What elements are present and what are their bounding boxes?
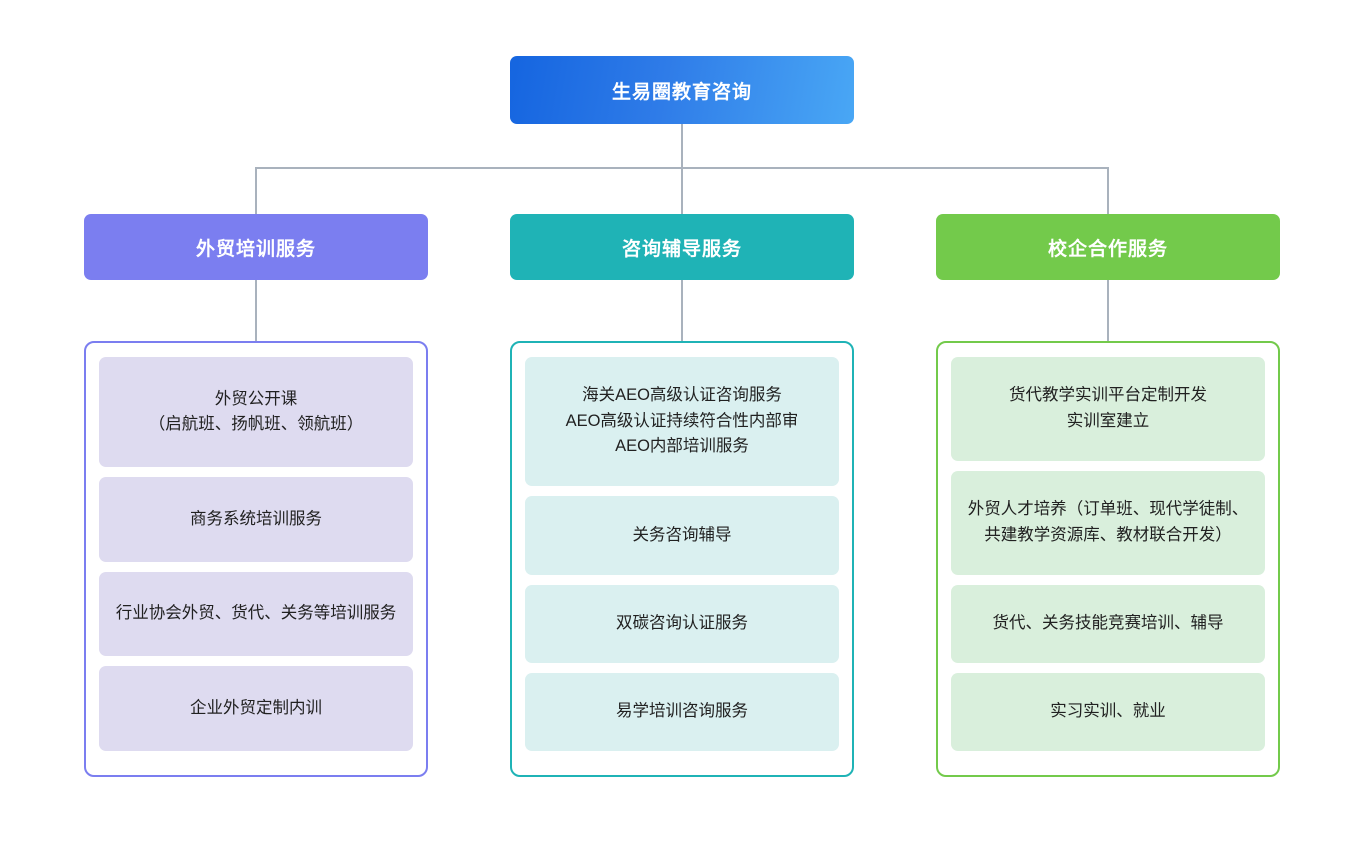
service-card[interactable]: 商务系统培训服务 [99, 477, 413, 562]
column-header-label: 外贸培训服务 [195, 238, 316, 260]
service-card-label: 商务系统培训服务 [190, 509, 322, 528]
connector-drop-column-2 [1107, 167, 1109, 214]
service-card[interactable]: 关务咨询辅导 [525, 496, 839, 575]
service-card-label: 海关AEO高级认证咨询服务 AEO高级认证持续符合性内部审 AEO内部培训服务 [565, 386, 799, 456]
service-card[interactable]: 易学培训咨询服务 [525, 672, 839, 751]
connector-stub-column-1 [681, 280, 683, 342]
connector-root-stem [681, 124, 683, 168]
service-card[interactable]: 外贸人才培养（订单班、现代学徒制、共建教学资源库、教材联合开发） [951, 470, 1265, 575]
service-card[interactable]: 实习实训、就业 [951, 672, 1265, 751]
column-container-0: 外贸公开课 （启航班、扬帆班、领航班） 商务系统培训服务 行业协会外贸、货代、关… [84, 341, 428, 777]
service-card[interactable]: 货代教学实训平台定制开发 实训室建立 [951, 357, 1265, 461]
service-card[interactable]: 双碳咨询认证服务 [525, 584, 839, 663]
service-card-label: 关务咨询辅导 [632, 525, 732, 544]
service-card[interactable]: 行业协会外贸、货代、关务等培训服务 [99, 571, 413, 657]
column-header-label: 校企合作服务 [1047, 238, 1168, 260]
service-card-label: 易学培训咨询服务 [616, 702, 748, 721]
service-card[interactable]: 外贸公开课 （启航班、扬帆班、领航班） [99, 357, 413, 468]
service-card-label: 实习实训、就业 [1050, 702, 1166, 721]
connector-drop-column-0 [255, 167, 257, 214]
connector-drop-column-1 [681, 167, 683, 214]
column-container-2: 货代教学实训平台定制开发 实训室建立 外贸人才培养（订单班、现代学徒制、共建教学… [936, 341, 1280, 777]
service-card-label: 货代教学实训平台定制开发 实训室建立 [1009, 386, 1207, 430]
service-card[interactable]: 海关AEO高级认证咨询服务 AEO高级认证持续符合性内部审 AEO内部培训服务 [525, 357, 839, 487]
service-card-label: 外贸公开课 （启航班、扬帆班、领航班） [148, 389, 364, 434]
service-card[interactable]: 货代、关务技能竞赛培训、辅导 [951, 584, 1265, 663]
column-header-zixun-fudao[interactable]: 咨询辅导服务 [510, 214, 854, 280]
service-card[interactable]: 企业外贸定制内训 [99, 666, 413, 751]
column-header-xiaoqi-hezuo[interactable]: 校企合作服务 [936, 214, 1280, 280]
column-header-label: 咨询辅导服务 [621, 238, 742, 260]
service-card-label: 外贸人才培养（订单班、现代学徒制、共建教学资源库、教材联合开发） [967, 500, 1249, 544]
root-node[interactable]: 生易圈教育咨询 [510, 56, 854, 124]
connector-stub-column-2 [1107, 280, 1109, 342]
service-card-label: 货代、关务技能竞赛培训、辅导 [992, 613, 1224, 632]
column-container-1: 海关AEO高级认证咨询服务 AEO高级认证持续符合性内部审 AEO内部培训服务 … [510, 341, 854, 777]
service-card-label: 行业协会外贸、货代、关务等培训服务 [115, 604, 397, 623]
column-header-waimao-peixun[interactable]: 外贸培训服务 [84, 214, 428, 280]
root-node-label: 生易圈教育咨询 [611, 81, 752, 103]
service-card-label: 双碳咨询认证服务 [616, 613, 748, 632]
service-card-label: 企业外贸定制内训 [190, 698, 322, 717]
connector-stub-column-0 [255, 280, 257, 342]
